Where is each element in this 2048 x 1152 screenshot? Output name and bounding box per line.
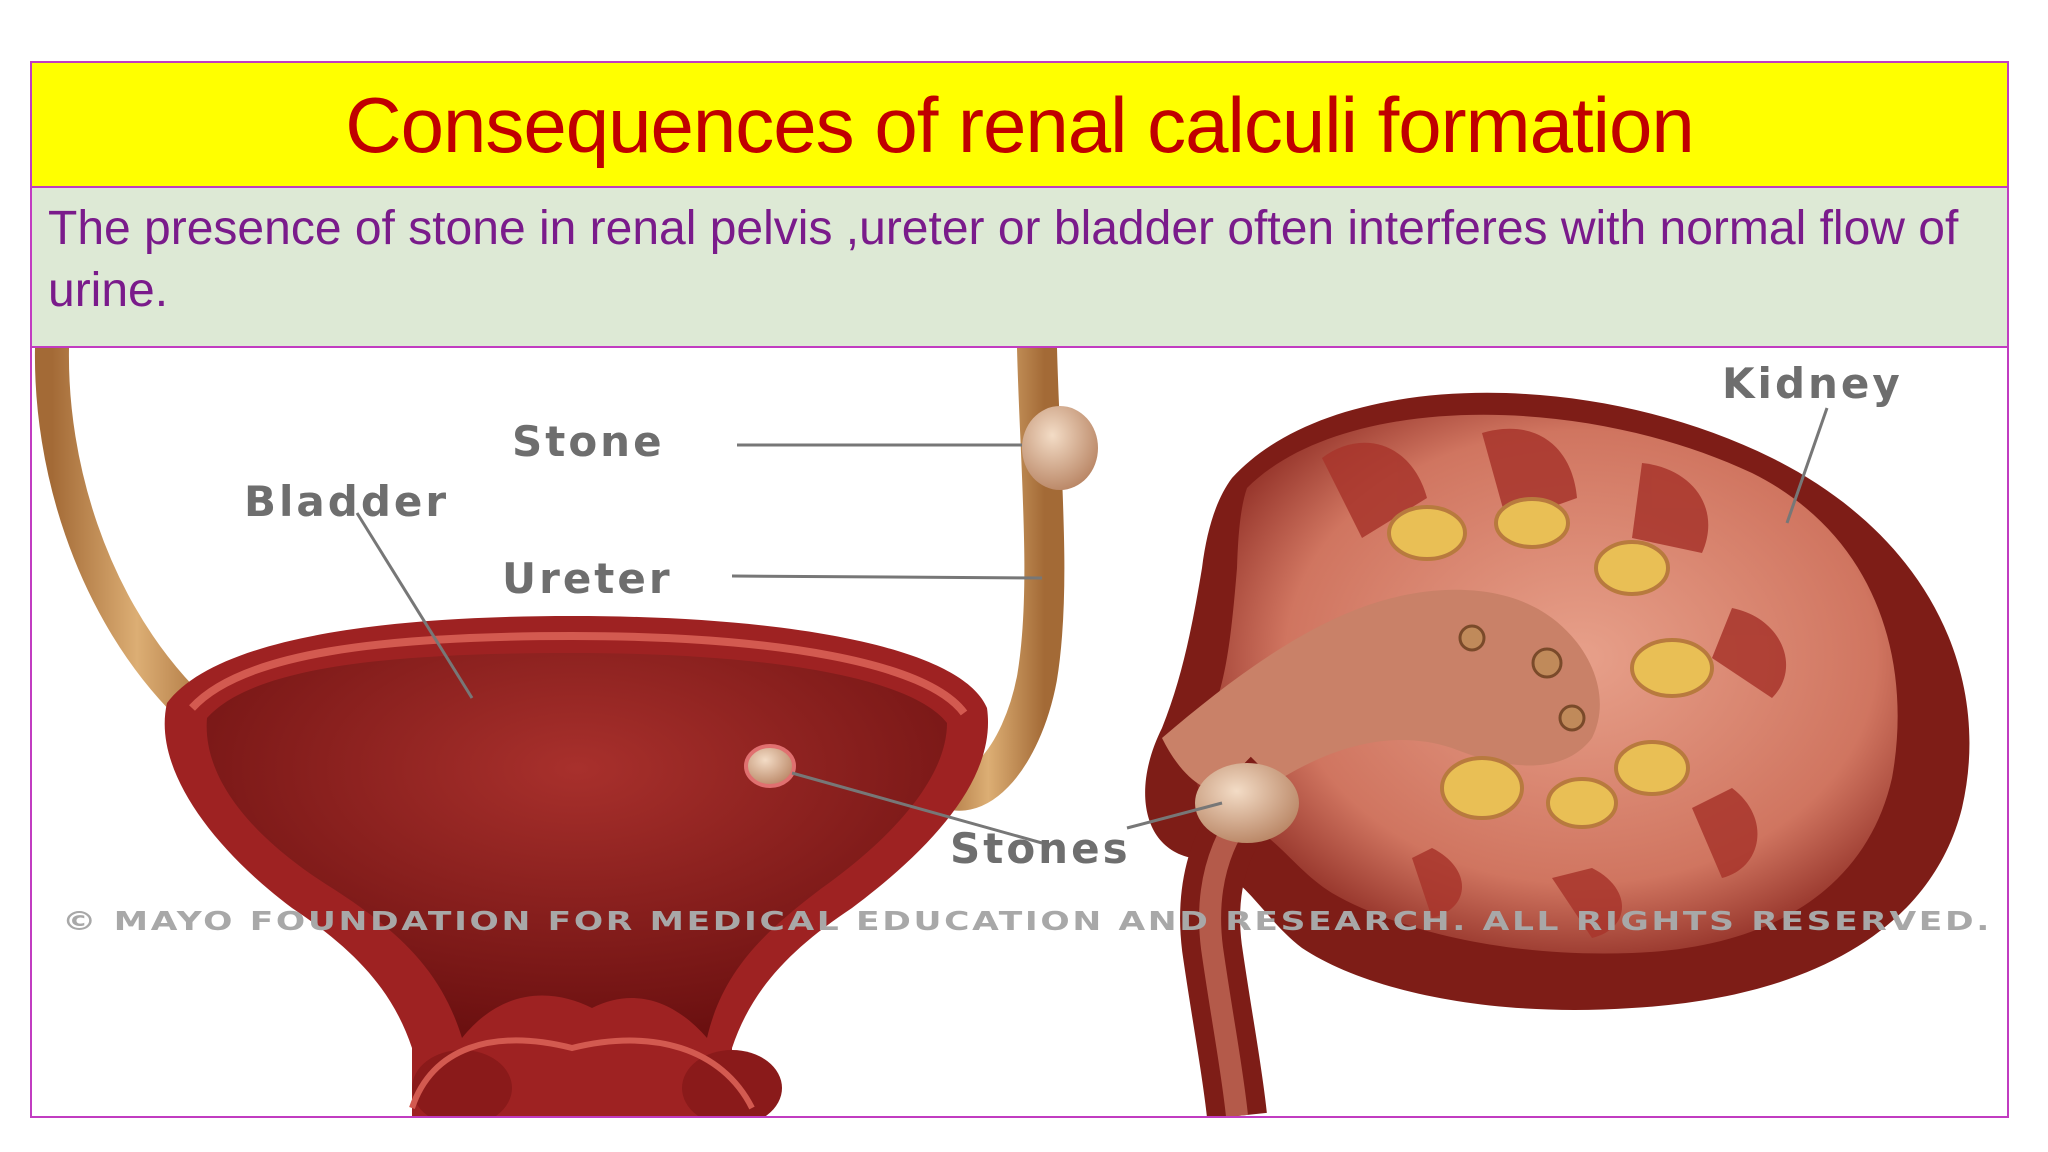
- label-stones: Stones: [950, 824, 1131, 873]
- renal-pelvis: [1162, 589, 1600, 795]
- anatomy-diagram: Stone Bladder Ureter Kidney Stones © MAY…: [34, 348, 1992, 1116]
- renal-small-stones: [1458, 624, 1586, 732]
- body-text: The presence of stone in renal pelvis ,u…: [48, 202, 1959, 317]
- label-bladder: Bladder: [244, 477, 449, 526]
- kidney-pyramids: [1322, 428, 1787, 938]
- ureter-stone: [1022, 406, 1098, 490]
- title-bar: Consequences of renal calculi formation: [32, 63, 2007, 188]
- leader-lines: [355, 407, 1829, 845]
- body-text-box: The presence of stone in renal pelvis ,u…: [32, 188, 2007, 348]
- label-ureter: Ureter: [502, 554, 673, 603]
- bladder-cavity: [206, 653, 947, 1038]
- slide-title: Consequences of renal calculi formation: [345, 80, 1694, 169]
- copyright-notice: © MAYO FOUNDATION FOR MEDICAL EDUCATION …: [62, 907, 1992, 937]
- label-stone: Stone: [512, 417, 665, 466]
- label-kidney: Kidney: [1722, 359, 1903, 408]
- kidney-calyces: [1387, 497, 1714, 829]
- urinary-tract-illustration: Stone Bladder Ureter Kidney Stones © MAY…: [32, 348, 2007, 1116]
- pelvic-stone: [1195, 763, 1299, 843]
- bladder-stone: [744, 744, 796, 788]
- bladder-rim: [189, 631, 968, 716]
- slide-frame: Consequences of renal calculi formation …: [30, 61, 2009, 1118]
- bladder-neck-outline: [409, 1037, 755, 1110]
